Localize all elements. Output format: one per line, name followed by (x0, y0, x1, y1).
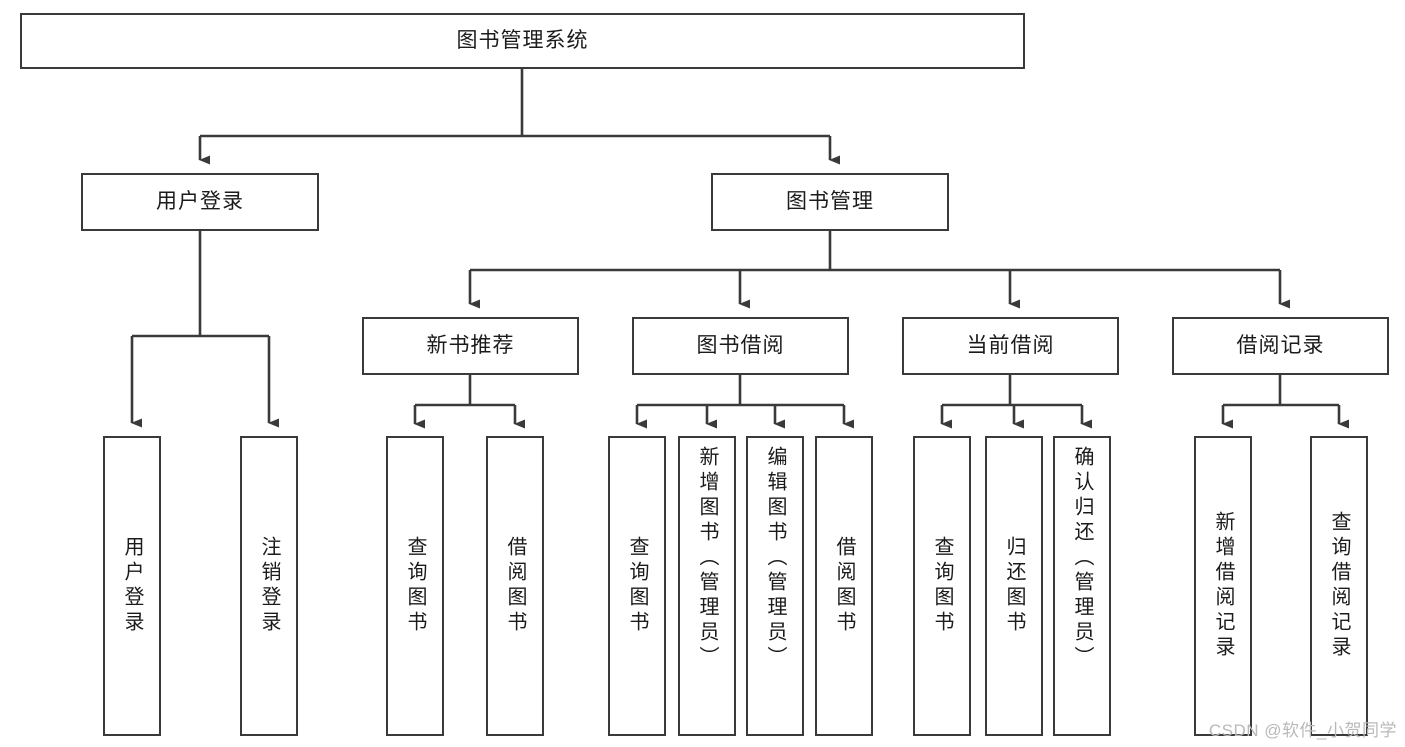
node-leaf-user-login-label: 用户登录 (121, 536, 143, 636)
node-leaf-logout-label: 注销登录 (258, 536, 280, 636)
node-leaf-borrow-book-2[interactable]: 借阅图书 (815, 436, 873, 736)
node-leaf-confirm-return-label: 确认归还（管理员） (1071, 446, 1093, 671)
csdn-watermark: CSDN @软件_小贺同学 (1208, 721, 1397, 740)
node-leaf-add-record-label: 新增借阅记录 (1212, 511, 1234, 661)
node-book-manage[interactable]: 图书管理 (711, 173, 949, 231)
node-leaf-return-book-label: 归还图书 (1003, 536, 1025, 636)
node-root[interactable]: 图书管理系统 (20, 13, 1025, 69)
node-leaf-query-book-1-label: 查询图书 (404, 536, 426, 636)
node-leaf-add-book-label: 新增图书（管理员） (696, 446, 718, 671)
node-current-borrow-label: 当前借阅 (966, 333, 1055, 357)
node-leaf-logout[interactable]: 注销登录 (240, 436, 298, 736)
node-leaf-edit-book-label: 编辑图书（管理员） (764, 446, 786, 671)
node-leaf-query-book-2[interactable]: 查询图书 (608, 436, 666, 736)
node-leaf-borrow-book-2-label: 借阅图书 (833, 536, 855, 636)
node-new-book-recommend[interactable]: 新书推荐 (362, 317, 579, 375)
node-leaf-user-login[interactable]: 用户登录 (103, 436, 161, 736)
node-leaf-confirm-return[interactable]: 确认归还（管理员） (1053, 436, 1111, 736)
node-current-borrow[interactable]: 当前借阅 (902, 317, 1119, 375)
node-leaf-return-book[interactable]: 归还图书 (985, 436, 1043, 736)
node-leaf-query-record[interactable]: 查询借阅记录 (1310, 436, 1368, 736)
node-book-manage-label: 图书管理 (786, 189, 874, 213)
node-book-borrow-label: 图书借阅 (696, 333, 785, 357)
node-user-login[interactable]: 用户登录 (81, 173, 319, 231)
node-leaf-query-book-1[interactable]: 查询图书 (386, 436, 444, 736)
node-leaf-add-record[interactable]: 新增借阅记录 (1194, 436, 1252, 736)
node-borrow-record[interactable]: 借阅记录 (1172, 317, 1389, 375)
node-leaf-borrow-book-1[interactable]: 借阅图书 (486, 436, 544, 736)
node-user-login-label: 用户登录 (156, 189, 244, 213)
node-leaf-query-record-label: 查询借阅记录 (1328, 511, 1350, 661)
node-leaf-query-book-2-label: 查询图书 (626, 536, 648, 636)
node-leaf-query-book-3-label: 查询图书 (931, 536, 953, 636)
node-new-book-recommend-label: 新书推荐 (426, 333, 515, 357)
node-leaf-add-book[interactable]: 新增图书（管理员） (678, 436, 736, 736)
node-root-label: 图书管理系统 (456, 28, 589, 52)
node-book-borrow[interactable]: 图书借阅 (632, 317, 849, 375)
node-leaf-borrow-book-1-label: 借阅图书 (504, 536, 526, 636)
node-leaf-edit-book[interactable]: 编辑图书（管理员） (746, 436, 804, 736)
node-borrow-record-label: 借阅记录 (1236, 333, 1325, 357)
node-leaf-query-book-3[interactable]: 查询图书 (913, 436, 971, 736)
